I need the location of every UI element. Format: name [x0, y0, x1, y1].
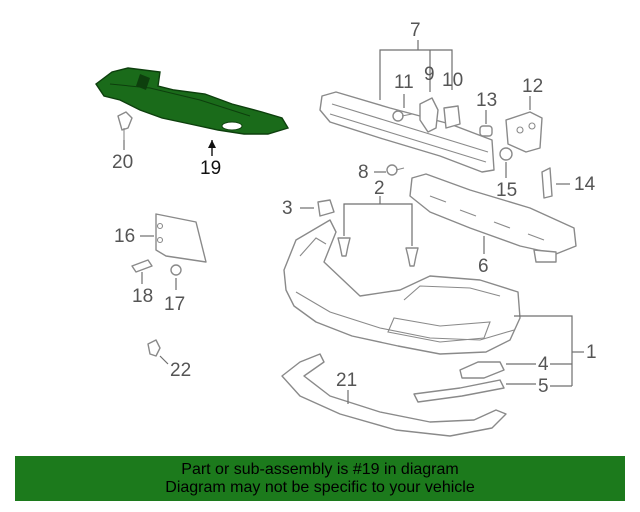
- bracket-1: [514, 315, 573, 386]
- part-14-rod[interactable]: [541, 167, 553, 199]
- label-10: 10: [442, 70, 463, 91]
- banner-line-1: Part or sub-assembly is #19 in diagram: [181, 460, 459, 478]
- info-banner: Part or sub-assembly is #19 in diagram D…: [15, 456, 625, 501]
- label-3: 3: [282, 198, 293, 219]
- part-11-bolt[interactable]: [392, 110, 413, 122]
- label-13: 13: [476, 90, 497, 111]
- label-15: 15: [496, 180, 517, 201]
- part-9-bracket[interactable]: [419, 97, 439, 133]
- label-20: 20: [112, 152, 133, 173]
- banner-line-2: Diagram may not be specific to your vehi…: [165, 478, 475, 496]
- part-6-absorber[interactable]: [409, 173, 577, 263]
- part-7-impact-bar[interactable]: [319, 91, 495, 173]
- part-20-clip[interactable]: [117, 111, 133, 140]
- part-2-pin-left[interactable]: [337, 237, 351, 257]
- bracket-2: [343, 203, 413, 246]
- bracket-7: [379, 49, 453, 100]
- part-15-grommet[interactable]: [499, 147, 513, 161]
- label-14: 14: [574, 174, 596, 195]
- label-2: 2: [374, 178, 385, 199]
- part-5-strip[interactable]: [413, 379, 505, 403]
- label-6: 6: [478, 256, 489, 277]
- label-5: 5: [538, 376, 549, 397]
- label-9: 9: [424, 64, 435, 85]
- part-10-pad[interactable]: [443, 105, 461, 129]
- leader-22: [159, 355, 169, 365]
- part-13-stud[interactable]: [479, 125, 493, 137]
- label-8: 8: [358, 162, 369, 183]
- label-17: 17: [164, 294, 185, 315]
- part-8-bolt[interactable]: [386, 164, 405, 176]
- label-7: 7: [410, 20, 421, 41]
- label-19: 19: [200, 158, 221, 179]
- part-19-splash-shield[interactable]: [95, 67, 290, 135]
- part-12-bracket[interactable]: [505, 111, 543, 153]
- label-11: 11: [394, 72, 414, 93]
- label-18: 18: [132, 286, 153, 307]
- part-22-retainer[interactable]: [147, 339, 161, 357]
- exploded-parts-diagram: 19 20 7 9 10 11: [95, 20, 597, 437]
- part-18-screw[interactable]: [131, 259, 153, 273]
- label-12: 12: [522, 76, 543, 97]
- label-4: 4: [538, 354, 549, 375]
- part-2-pin-right[interactable]: [405, 247, 419, 267]
- part-16-license-bracket[interactable]: [155, 213, 207, 263]
- label-1: 1: [586, 342, 597, 363]
- label-22: 22: [170, 360, 191, 381]
- part-17-nut[interactable]: [170, 264, 182, 276]
- part-3-clip[interactable]: [317, 199, 335, 217]
- label-16: 16: [114, 226, 135, 247]
- part-21-lower-molding[interactable]: [281, 353, 507, 437]
- arrow-19: [208, 140, 216, 148]
- label-21: 21: [336, 370, 357, 391]
- part-1-bumper-cover[interactable]: [283, 219, 521, 355]
- part-4-reflector[interactable]: [459, 361, 505, 379]
